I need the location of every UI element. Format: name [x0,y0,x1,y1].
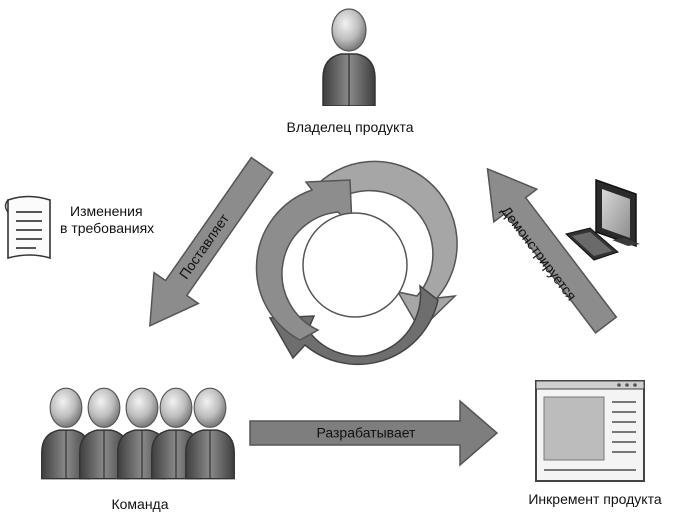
requirements-label: Изменения в требованиях [60,203,154,237]
team-group-icon [40,387,236,480]
requirements-label-line1: Изменения [70,203,143,219]
requirements-label-line2: в требованиях [60,220,155,236]
increment-label: Инкремент продукта [528,491,662,507]
arrow-develops-label: Разрабатывает [317,425,417,441]
owner-label: Владелец продукта [286,119,414,135]
team-label: Команда [111,496,169,512]
document-icon [4,195,51,260]
browser-window-icon [535,380,645,482]
arrow-develops: Разрабатывает [249,399,499,467]
iteration-cycle-icon [255,160,458,366]
owner-person-icon [322,8,376,106]
computer-icon [564,178,640,261]
